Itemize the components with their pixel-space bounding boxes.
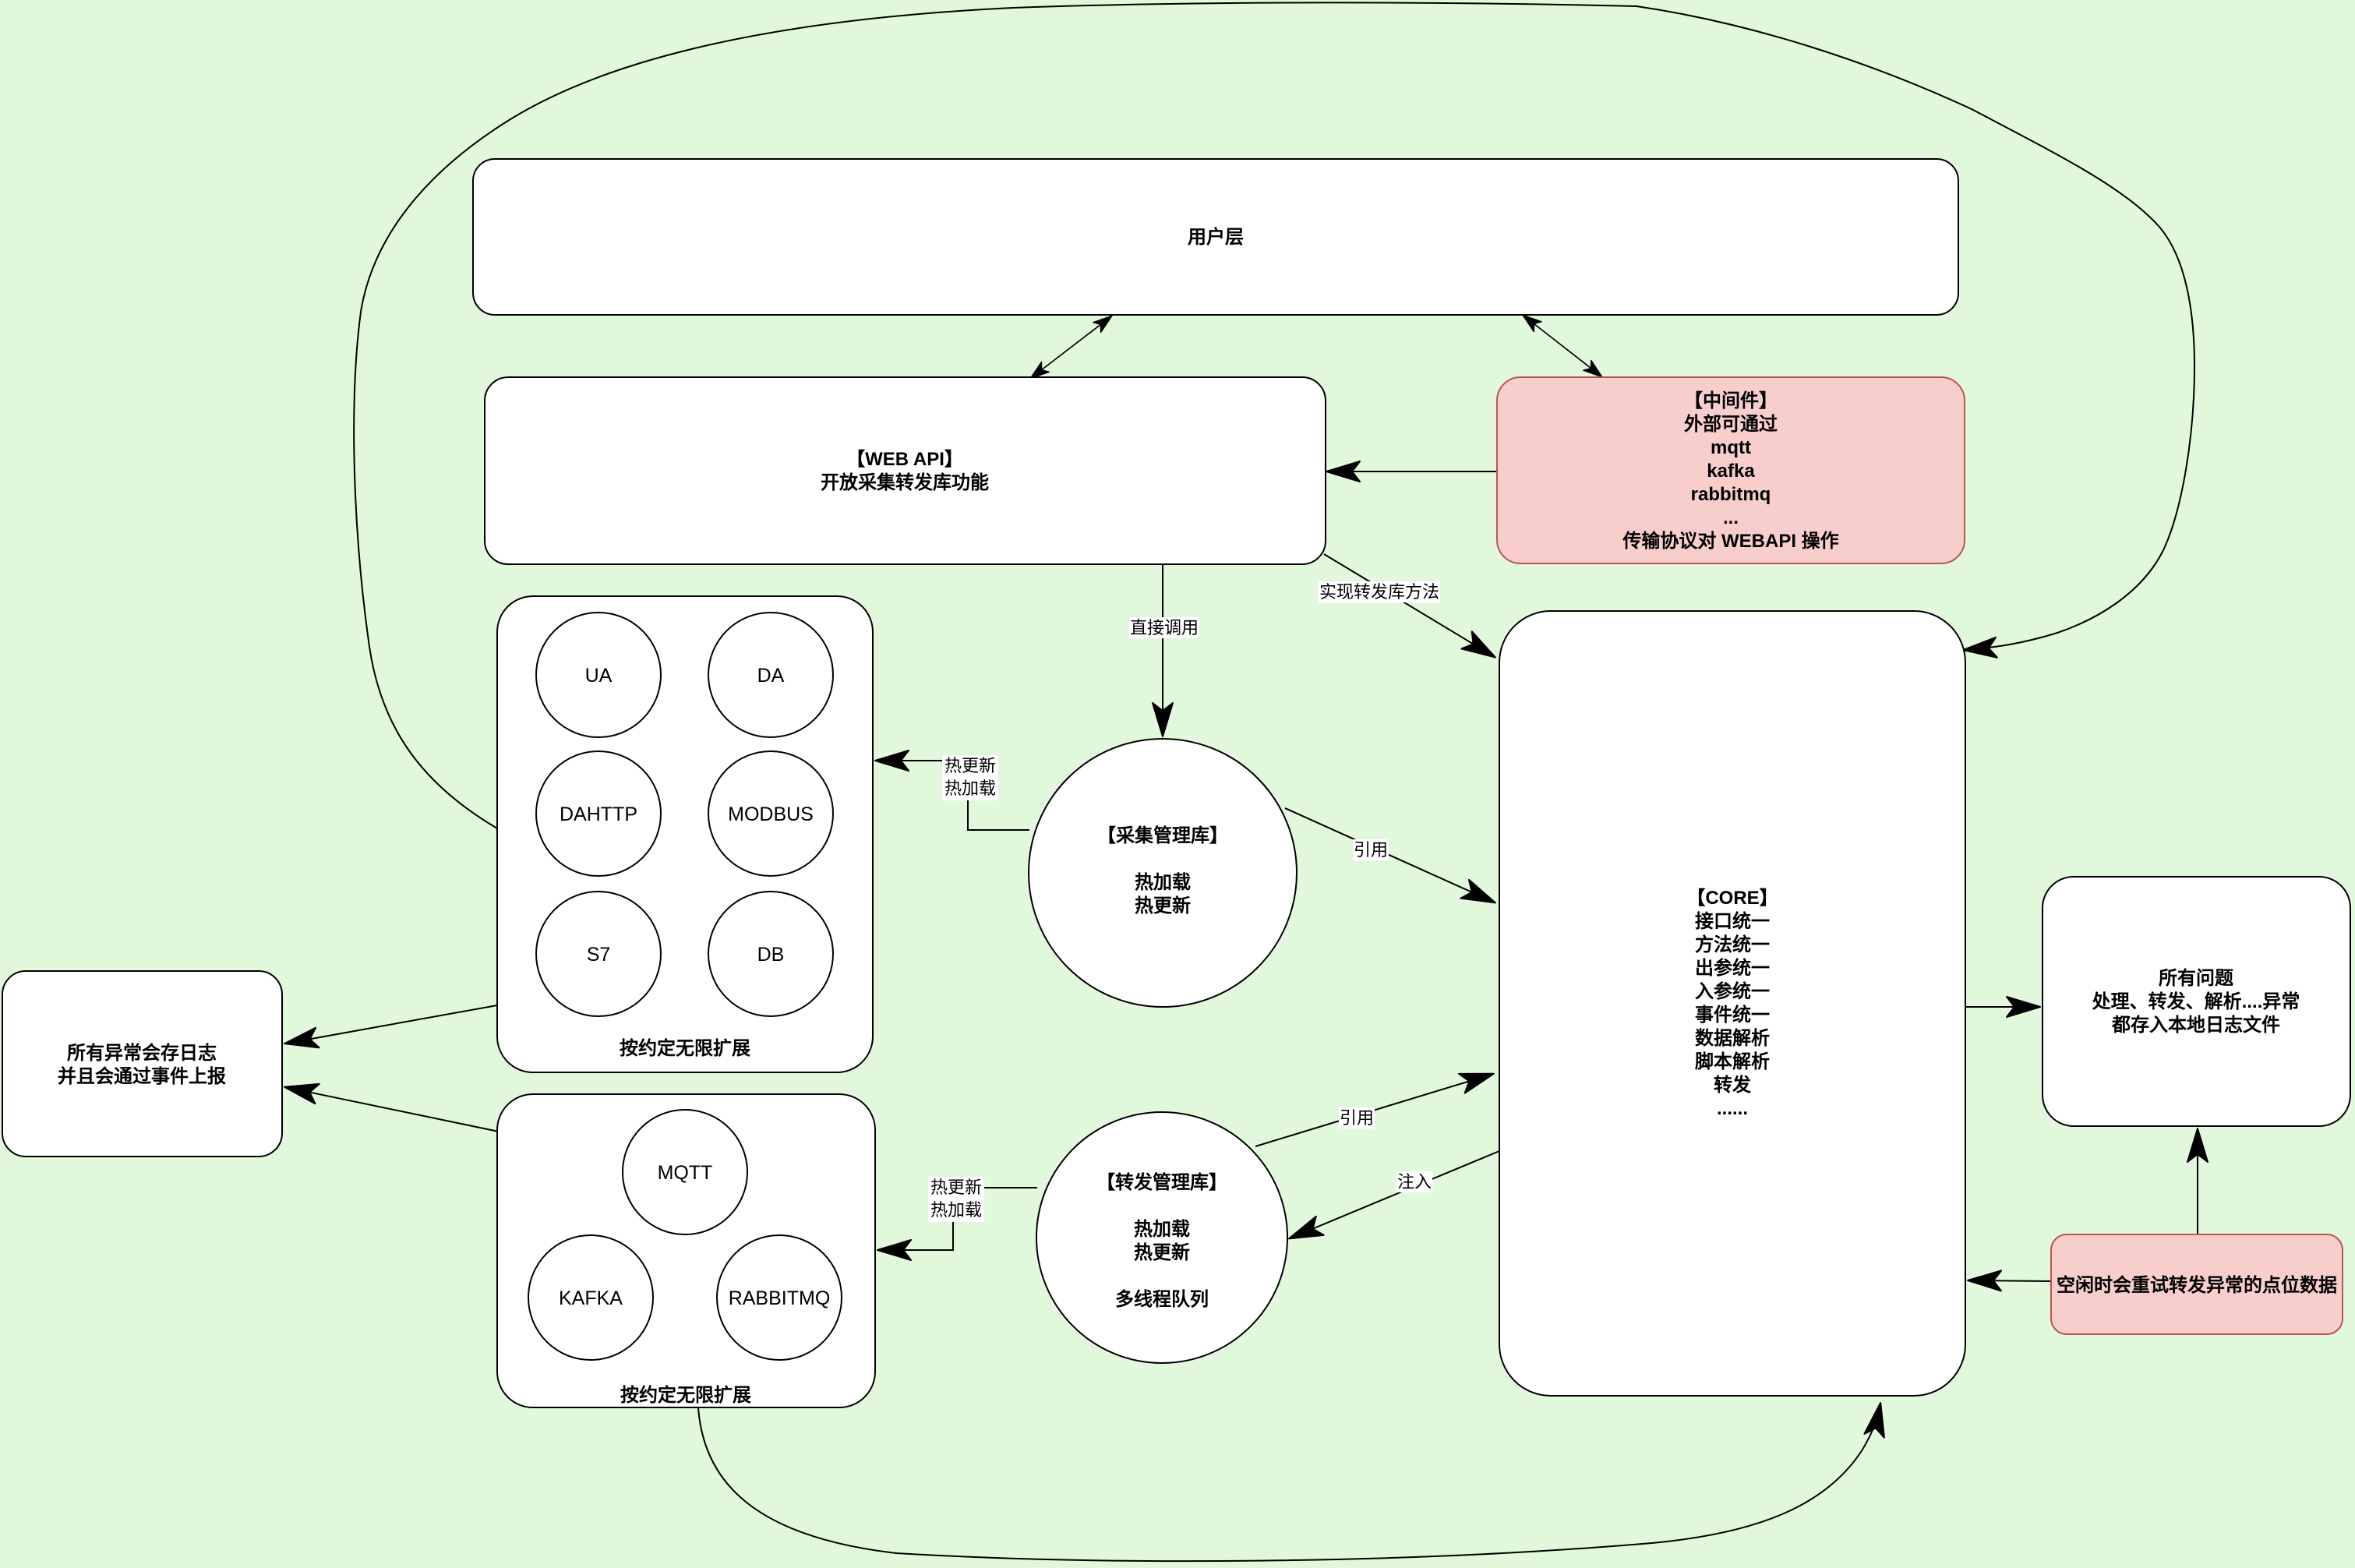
svg-text:热更新: 热更新 xyxy=(1134,1241,1190,1263)
svg-text:热加载: 热加载 xyxy=(1135,872,1191,893)
svg-text:实现转发库方法: 实现转发库方法 xyxy=(1319,582,1439,602)
svg-text:热加载: 热加载 xyxy=(944,779,996,798)
svg-text:都存入本地日志文件: 都存入本地日志文件 xyxy=(2111,1014,2280,1036)
svg-text:MQTT: MQTT xyxy=(658,1162,713,1184)
svg-text:mqtt: mqtt xyxy=(1711,437,1751,458)
svg-text:并且会通过事件上报: 并且会通过事件上报 xyxy=(58,1065,226,1087)
svg-text:所有问题: 所有问题 xyxy=(2159,968,2233,989)
svg-text:【中间件】: 【中间件】 xyxy=(1684,390,1778,411)
svg-text:转发: 转发 xyxy=(1714,1074,1751,1096)
svg-text:【采集管理库】: 【采集管理库】 xyxy=(1097,825,1228,846)
svg-text:热加载: 热加载 xyxy=(1134,1219,1190,1240)
svg-text:多线程队列: 多线程队列 xyxy=(1115,1289,1209,1310)
svg-text:空闲时会重试转发异常的点位数据: 空闲时会重试转发异常的点位数据 xyxy=(2057,1274,2337,1296)
svg-text:所有异常会存日志: 所有异常会存日志 xyxy=(67,1042,217,1064)
svg-text:直接调用: 直接调用 xyxy=(1130,618,1199,637)
svg-text:引用: 引用 xyxy=(1340,1108,1374,1128)
svg-text:RABBITMQ: RABBITMQ xyxy=(729,1287,831,1309)
svg-text:rabbitmq: rabbitmq xyxy=(1691,484,1771,505)
svg-text:传输协议对 WEBAPI 操作: 传输协议对 WEBAPI 操作 xyxy=(1622,530,1838,552)
svg-text:......: ...... xyxy=(1717,1098,1748,1119)
svg-text:热更新: 热更新 xyxy=(1135,895,1191,916)
svg-text:热加载: 热加载 xyxy=(930,1200,982,1220)
svg-text:注入: 注入 xyxy=(1397,1172,1432,1192)
svg-text:数据解析: 数据解析 xyxy=(1695,1027,1770,1049)
svg-text:热更新: 热更新 xyxy=(944,756,996,775)
svg-text:UA: UA xyxy=(585,665,613,687)
svg-text:用户层: 用户层 xyxy=(1188,226,1244,248)
svg-text:按约定无限扩展: 按约定无限扩展 xyxy=(620,1384,751,1406)
svg-text:MODBUS: MODBUS xyxy=(728,803,814,825)
svg-text:热更新: 热更新 xyxy=(930,1178,982,1197)
svg-text:处理、转发、解析....异常: 处理、转发、解析....异常 xyxy=(2092,991,2300,1012)
svg-text:接口统一: 接口统一 xyxy=(1695,910,1770,932)
svg-text:...: ... xyxy=(1723,507,1739,528)
svg-text:开放采集转发库功能: 开放采集转发库功能 xyxy=(821,471,989,493)
svg-text:方法统一: 方法统一 xyxy=(1695,934,1770,955)
svg-text:入参统一: 入参统一 xyxy=(1695,980,1770,1002)
svg-text:【WEB API】: 【WEB API】 xyxy=(846,449,963,470)
svg-text:KAFKA: KAFKA xyxy=(559,1287,623,1309)
svg-text:kafka: kafka xyxy=(1707,461,1755,482)
svg-text:【转发管理库】: 【转发管理库】 xyxy=(1096,1171,1227,1193)
svg-text:按约定无限扩展: 按约定无限扩展 xyxy=(620,1037,750,1059)
svg-text:DA: DA xyxy=(757,665,785,687)
svg-text:DAHTTP: DAHTTP xyxy=(560,803,637,825)
svg-text:S7: S7 xyxy=(587,944,611,966)
svg-text:出参统一: 出参统一 xyxy=(1695,957,1770,979)
svg-text:DB: DB xyxy=(757,944,785,966)
svg-text:事件统一: 事件统一 xyxy=(1695,1004,1770,1026)
svg-text:【CORE】: 【CORE】 xyxy=(1686,888,1778,909)
svg-text:脚本解析: 脚本解析 xyxy=(1695,1051,1770,1072)
svg-text:引用: 引用 xyxy=(1354,840,1388,860)
svg-text:外部可通过: 外部可通过 xyxy=(1684,413,1778,435)
